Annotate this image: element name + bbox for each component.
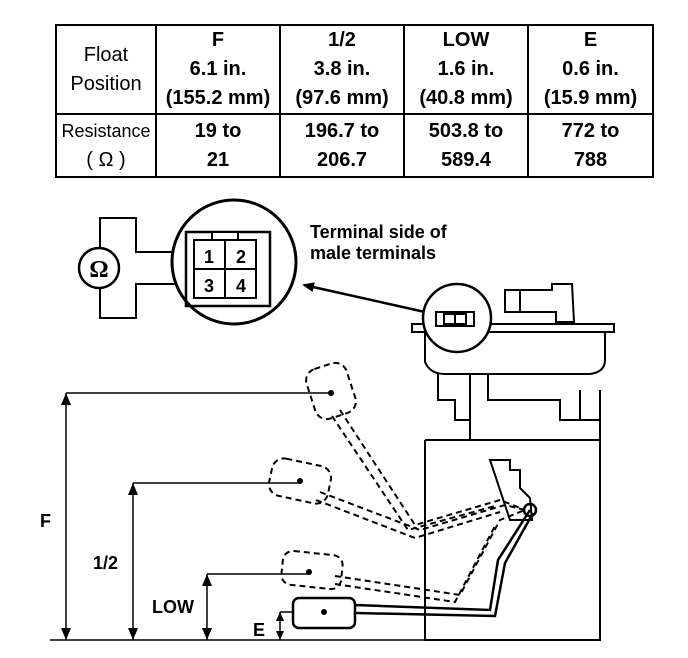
cell-low-position: LOW 1.6 in. (40.8 mm): [403, 24, 529, 115]
terminal-callout-line1: Terminal side of: [310, 222, 448, 242]
dimension-arrowheads: [61, 393, 284, 640]
table-row: Float Position F 6.1 in. (155.2 mm) 1/2 …: [55, 24, 654, 115]
label-half: 1/2: [93, 553, 119, 573]
float-resistance-table: Float Position F 6.1 in. (155.2 mm) 1/2 …: [55, 24, 654, 178]
cell-low-resistance: 503.8 to 589.4: [403, 113, 529, 178]
table-row: Resistance ( Ω ) 19 to 21 196.7 to 206.7…: [55, 113, 654, 178]
svg-text:Ω: Ω: [89, 257, 108, 283]
pin-3: 3: [204, 276, 214, 296]
label-low: LOW: [152, 597, 194, 617]
pin-1: 1: [204, 247, 214, 267]
sender-unit-body: [411, 282, 615, 641]
connector-magnified-view: 1 2 3 4: [170, 198, 298, 326]
float-solid: [291, 596, 357, 630]
cell-e-position: E 0.6 in. (15.9 mm): [527, 24, 654, 115]
cell-half-position: 1/2 3.8 in. (97.6 mm): [279, 24, 405, 115]
label-f: F: [40, 511, 51, 531]
float-arm-solid: [354, 502, 538, 618]
cell-f-resistance: 19 to 21: [155, 113, 281, 178]
label-e: E: [253, 620, 266, 640]
cell-half-resistance: 196.7 to 206.7: [279, 113, 405, 178]
ohmmeter-icon: Ω: [77, 246, 121, 290]
dimension-lines: [50, 392, 425, 641]
float-position-header: Float Position: [55, 24, 157, 115]
float-pivot-dots: [297, 390, 334, 575]
pin-2: 2: [236, 247, 246, 267]
cell-f-position: F 6.1 in. (155.2 mm): [155, 24, 281, 115]
cell-e-resistance: 772 to 788: [527, 113, 654, 178]
float-arm-dashed-positions: [267, 361, 526, 604]
callout-arrow: [302, 282, 426, 314]
resistance-header: Resistance ( Ω ): [55, 113, 157, 178]
terminal-callout-line2: male terminals: [310, 243, 436, 263]
pin-4: 4: [236, 276, 246, 296]
